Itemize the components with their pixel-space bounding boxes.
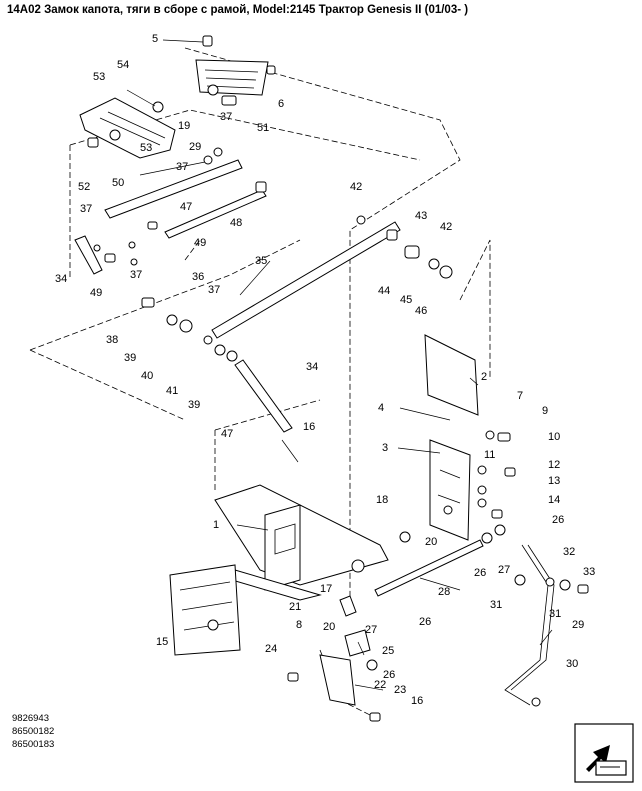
callout-34: 34 — [55, 273, 67, 285]
callout-41: 41 — [166, 385, 178, 397]
callout-20b: 20 — [323, 621, 335, 633]
callout-37d: 37 — [130, 269, 142, 281]
long-rod — [211, 215, 401, 339]
callout-24: 24 — [265, 643, 277, 655]
callout-29b: 29 — [572, 619, 584, 631]
callout-16: 16 — [303, 421, 315, 433]
callout-35: 35 — [255, 255, 267, 267]
callout-4: 4 — [378, 402, 384, 414]
callout-2: 2 — [481, 371, 487, 383]
callout-53b: 53 — [140, 142, 152, 154]
callout-23: 23 — [394, 684, 406, 696]
callout-17: 17 — [320, 583, 332, 595]
rod-28 — [374, 524, 506, 597]
callout-26: 26 — [552, 514, 564, 526]
callout-52: 52 — [78, 181, 90, 193]
callout-46: 46 — [415, 305, 427, 317]
callout-6: 6 — [278, 98, 284, 110]
callout-26d: 26 — [383, 669, 395, 681]
callout-21: 21 — [289, 601, 301, 613]
callout-42b: 42 — [440, 221, 452, 233]
next-page-button[interactable] — [574, 723, 634, 783]
lower-linkage — [287, 531, 411, 722]
control-lever — [504, 544, 555, 707]
right-fasteners — [477, 430, 516, 519]
callout-12: 12 — [548, 459, 560, 471]
callout-49: 49 — [194, 237, 206, 249]
callout-11: 11 — [484, 449, 495, 461]
callout-44: 44 — [378, 285, 390, 297]
callout-labels: 5 54 53 37 51 6 19 29 53 37 50 52 42 47 … — [55, 33, 595, 707]
upright-bracket — [424, 334, 479, 541]
callout-13: 13 — [548, 475, 560, 487]
callout-30: 30 — [566, 658, 578, 670]
callout-28: 28 — [438, 586, 450, 598]
callout-33: 33 — [583, 566, 595, 578]
callout-8: 8 — [296, 619, 302, 631]
callout-15: 15 — [156, 636, 168, 648]
latch-plate — [79, 97, 176, 159]
callout-50: 50 — [112, 177, 124, 189]
callout-37c: 37 — [80, 203, 92, 215]
callout-27: 27 — [498, 564, 510, 576]
callout-18: 18 — [376, 494, 388, 506]
callout-9: 9 — [542, 405, 548, 417]
callout-5: 5 — [152, 33, 158, 45]
callout-19: 19 — [178, 120, 190, 132]
callout-47b: 47 — [221, 428, 233, 440]
callout-37b: 37 — [176, 161, 188, 173]
callout-39: 39 — [124, 352, 136, 364]
hood-latch-bracket — [195, 35, 276, 106]
callout-16b: 16 — [411, 695, 423, 707]
upper-rods — [104, 147, 267, 239]
catalog-code: 9826943 — [12, 713, 49, 724]
callout-3: 3 — [382, 442, 388, 454]
callout-45: 45 — [400, 294, 412, 306]
callout-54: 54 — [117, 59, 129, 71]
callout-48: 48 — [230, 217, 242, 229]
callout-51: 51 — [257, 122, 269, 134]
callout-26c: 26 — [419, 616, 431, 628]
diagram-title: 14A02 Замок капота, тяги в сборе с рамой… — [7, 4, 469, 16]
callout-31b: 31 — [549, 608, 561, 620]
callout-31: 31 — [490, 599, 502, 611]
callout-42: 42 — [350, 181, 362, 193]
lever-pivot-parts — [514, 574, 589, 594]
callout-37e: 37 — [208, 284, 220, 296]
catalog-codes: 9826943 86500182 86500183 — [12, 712, 54, 751]
main-frame — [169, 484, 389, 656]
callout-1: 1 — [213, 519, 219, 531]
callout-27b: 27 — [365, 624, 377, 636]
callout-38: 38 — [106, 334, 118, 346]
arrow-icon — [574, 723, 634, 783]
catalog-code: 86500183 — [12, 739, 55, 750]
lower-link-rod — [234, 359, 293, 433]
callout-34b: 34 — [306, 361, 318, 373]
callout-36: 36 — [192, 271, 204, 283]
callout-20: 20 — [425, 536, 437, 548]
washer-stack — [141, 297, 238, 362]
spacer-stack — [404, 245, 453, 279]
callout-53: 53 — [93, 71, 105, 83]
callout-43: 43 — [415, 210, 427, 222]
small-lever — [74, 235, 138, 275]
callout-32: 32 — [563, 546, 575, 558]
leader-lines — [126, 39, 553, 691]
callout-25: 25 — [382, 645, 394, 657]
callout-49b: 49 — [90, 287, 102, 299]
callout-7: 7 — [517, 390, 523, 402]
callout-29: 29 — [189, 141, 201, 153]
callout-37: 37 — [220, 111, 232, 123]
callout-26b: 26 — [474, 567, 486, 579]
callout-40: 40 — [141, 370, 153, 382]
callout-14: 14 — [548, 494, 560, 506]
callout-10: 10 — [548, 431, 560, 443]
catalog-code: 86500182 — [12, 726, 55, 737]
callout-39b: 39 — [188, 399, 200, 411]
callout-47: 47 — [180, 201, 192, 213]
callout-22: 22 — [374, 679, 386, 691]
